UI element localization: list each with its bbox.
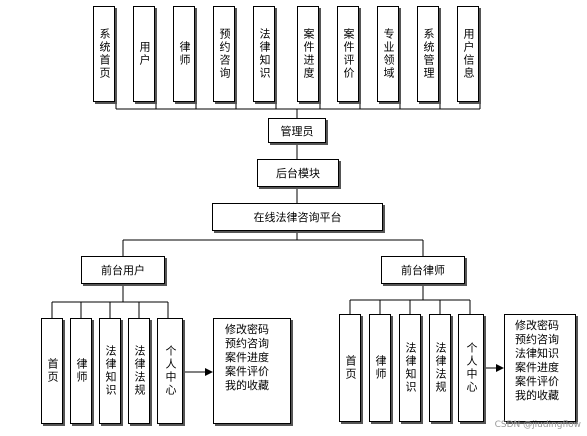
lawyer-module-personal-center: 个人中心 xyxy=(458,314,484,422)
top-module-case-progress: 案件进度 xyxy=(297,6,319,102)
user-module-lawyer: 律师 xyxy=(70,318,92,424)
front-lawyer-node: 前台律师 xyxy=(381,256,465,284)
lawyer-personal-item: 案件评价 xyxy=(515,375,559,388)
lawyer-personal-item: 案件进度 xyxy=(515,361,559,374)
watermark: CSDN @jiudingflow xyxy=(494,420,581,430)
lawyer-personal-item: 法律知识 xyxy=(515,347,559,360)
top-module-legal-knowledge: 法律知识 xyxy=(253,6,275,102)
lawyer-personal-item: 我的收藏 xyxy=(515,389,559,402)
lawyer-module-laws: 法律法规 xyxy=(429,314,451,422)
top-module-home: 系统首页 xyxy=(93,6,115,102)
platform-node: 在线法律咨询平台 xyxy=(212,203,383,231)
user-personal-items: 修改密码 预约咨询 案件进度 案件评价 我的收藏 xyxy=(213,318,291,424)
lawyer-module-lawyer: 律师 xyxy=(369,314,391,422)
lawyer-personal-item: 修改密码 xyxy=(515,319,559,332)
user-personal-item: 修改密码 xyxy=(225,323,269,336)
user-personal-item: 案件评价 xyxy=(225,365,269,378)
lawyer-personal-item: 预约咨询 xyxy=(515,333,559,346)
user-personal-item: 我的收藏 xyxy=(225,379,269,392)
user-module-legal-knowledge: 法律知识 xyxy=(99,318,121,424)
lawyer-module-legal-knowledge: 法律知识 xyxy=(399,314,421,422)
admin-node: 管理员 xyxy=(268,118,326,143)
user-module-personal-center: 个人中心 xyxy=(157,318,183,424)
top-module-user-info: 用户信息 xyxy=(457,6,479,102)
user-personal-item: 预约咨询 xyxy=(225,337,269,350)
lawyer-personal-items: 修改密码 预约咨询 法律知识 案件进度 案件评价 我的收藏 xyxy=(504,314,576,422)
top-module-lawyer: 律师 xyxy=(173,6,195,102)
backend-node: 后台模块 xyxy=(257,159,339,187)
top-module-system-management: 系统管理 xyxy=(417,6,439,102)
front-user-node: 前台用户 xyxy=(81,256,165,284)
top-module-specialty: 专业领域 xyxy=(377,6,399,102)
top-module-appointment: 预约咨询 xyxy=(213,6,235,102)
user-personal-item: 案件进度 xyxy=(225,351,269,364)
top-module-case-review: 案件评价 xyxy=(337,6,359,102)
user-module-laws: 法律法规 xyxy=(128,318,150,424)
top-module-user: 用户 xyxy=(133,6,155,102)
user-module-home: 首页 xyxy=(41,318,63,424)
lawyer-module-home: 首页 xyxy=(339,314,361,422)
